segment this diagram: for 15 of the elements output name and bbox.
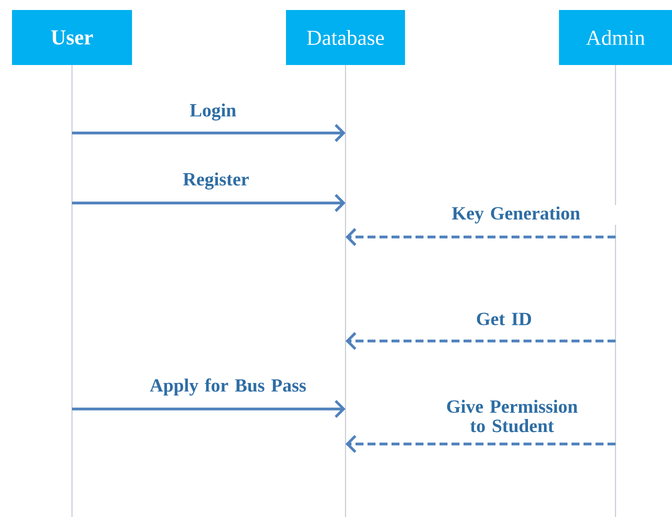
message-arrow	[72, 400, 346, 418]
message-arrow	[72, 124, 346, 142]
edge-label: Login	[190, 103, 236, 121]
participant-box: Database	[286, 10, 405, 65]
edge-label: Apply for Bus Pass	[150, 378, 306, 396]
message-arrow	[346, 228, 616, 246]
edge-label: Register	[183, 172, 249, 190]
edge-label: Key Generation	[452, 206, 580, 224]
message-arrow	[346, 435, 616, 453]
edge-label: Get ID	[476, 312, 532, 326]
participant-box: Admin	[559, 10, 672, 65]
message-arrow	[72, 194, 346, 212]
edge-label: Give Permission to Student	[447, 400, 578, 432]
participant-box: User	[12, 10, 132, 65]
message-arrow	[346, 332, 616, 350]
